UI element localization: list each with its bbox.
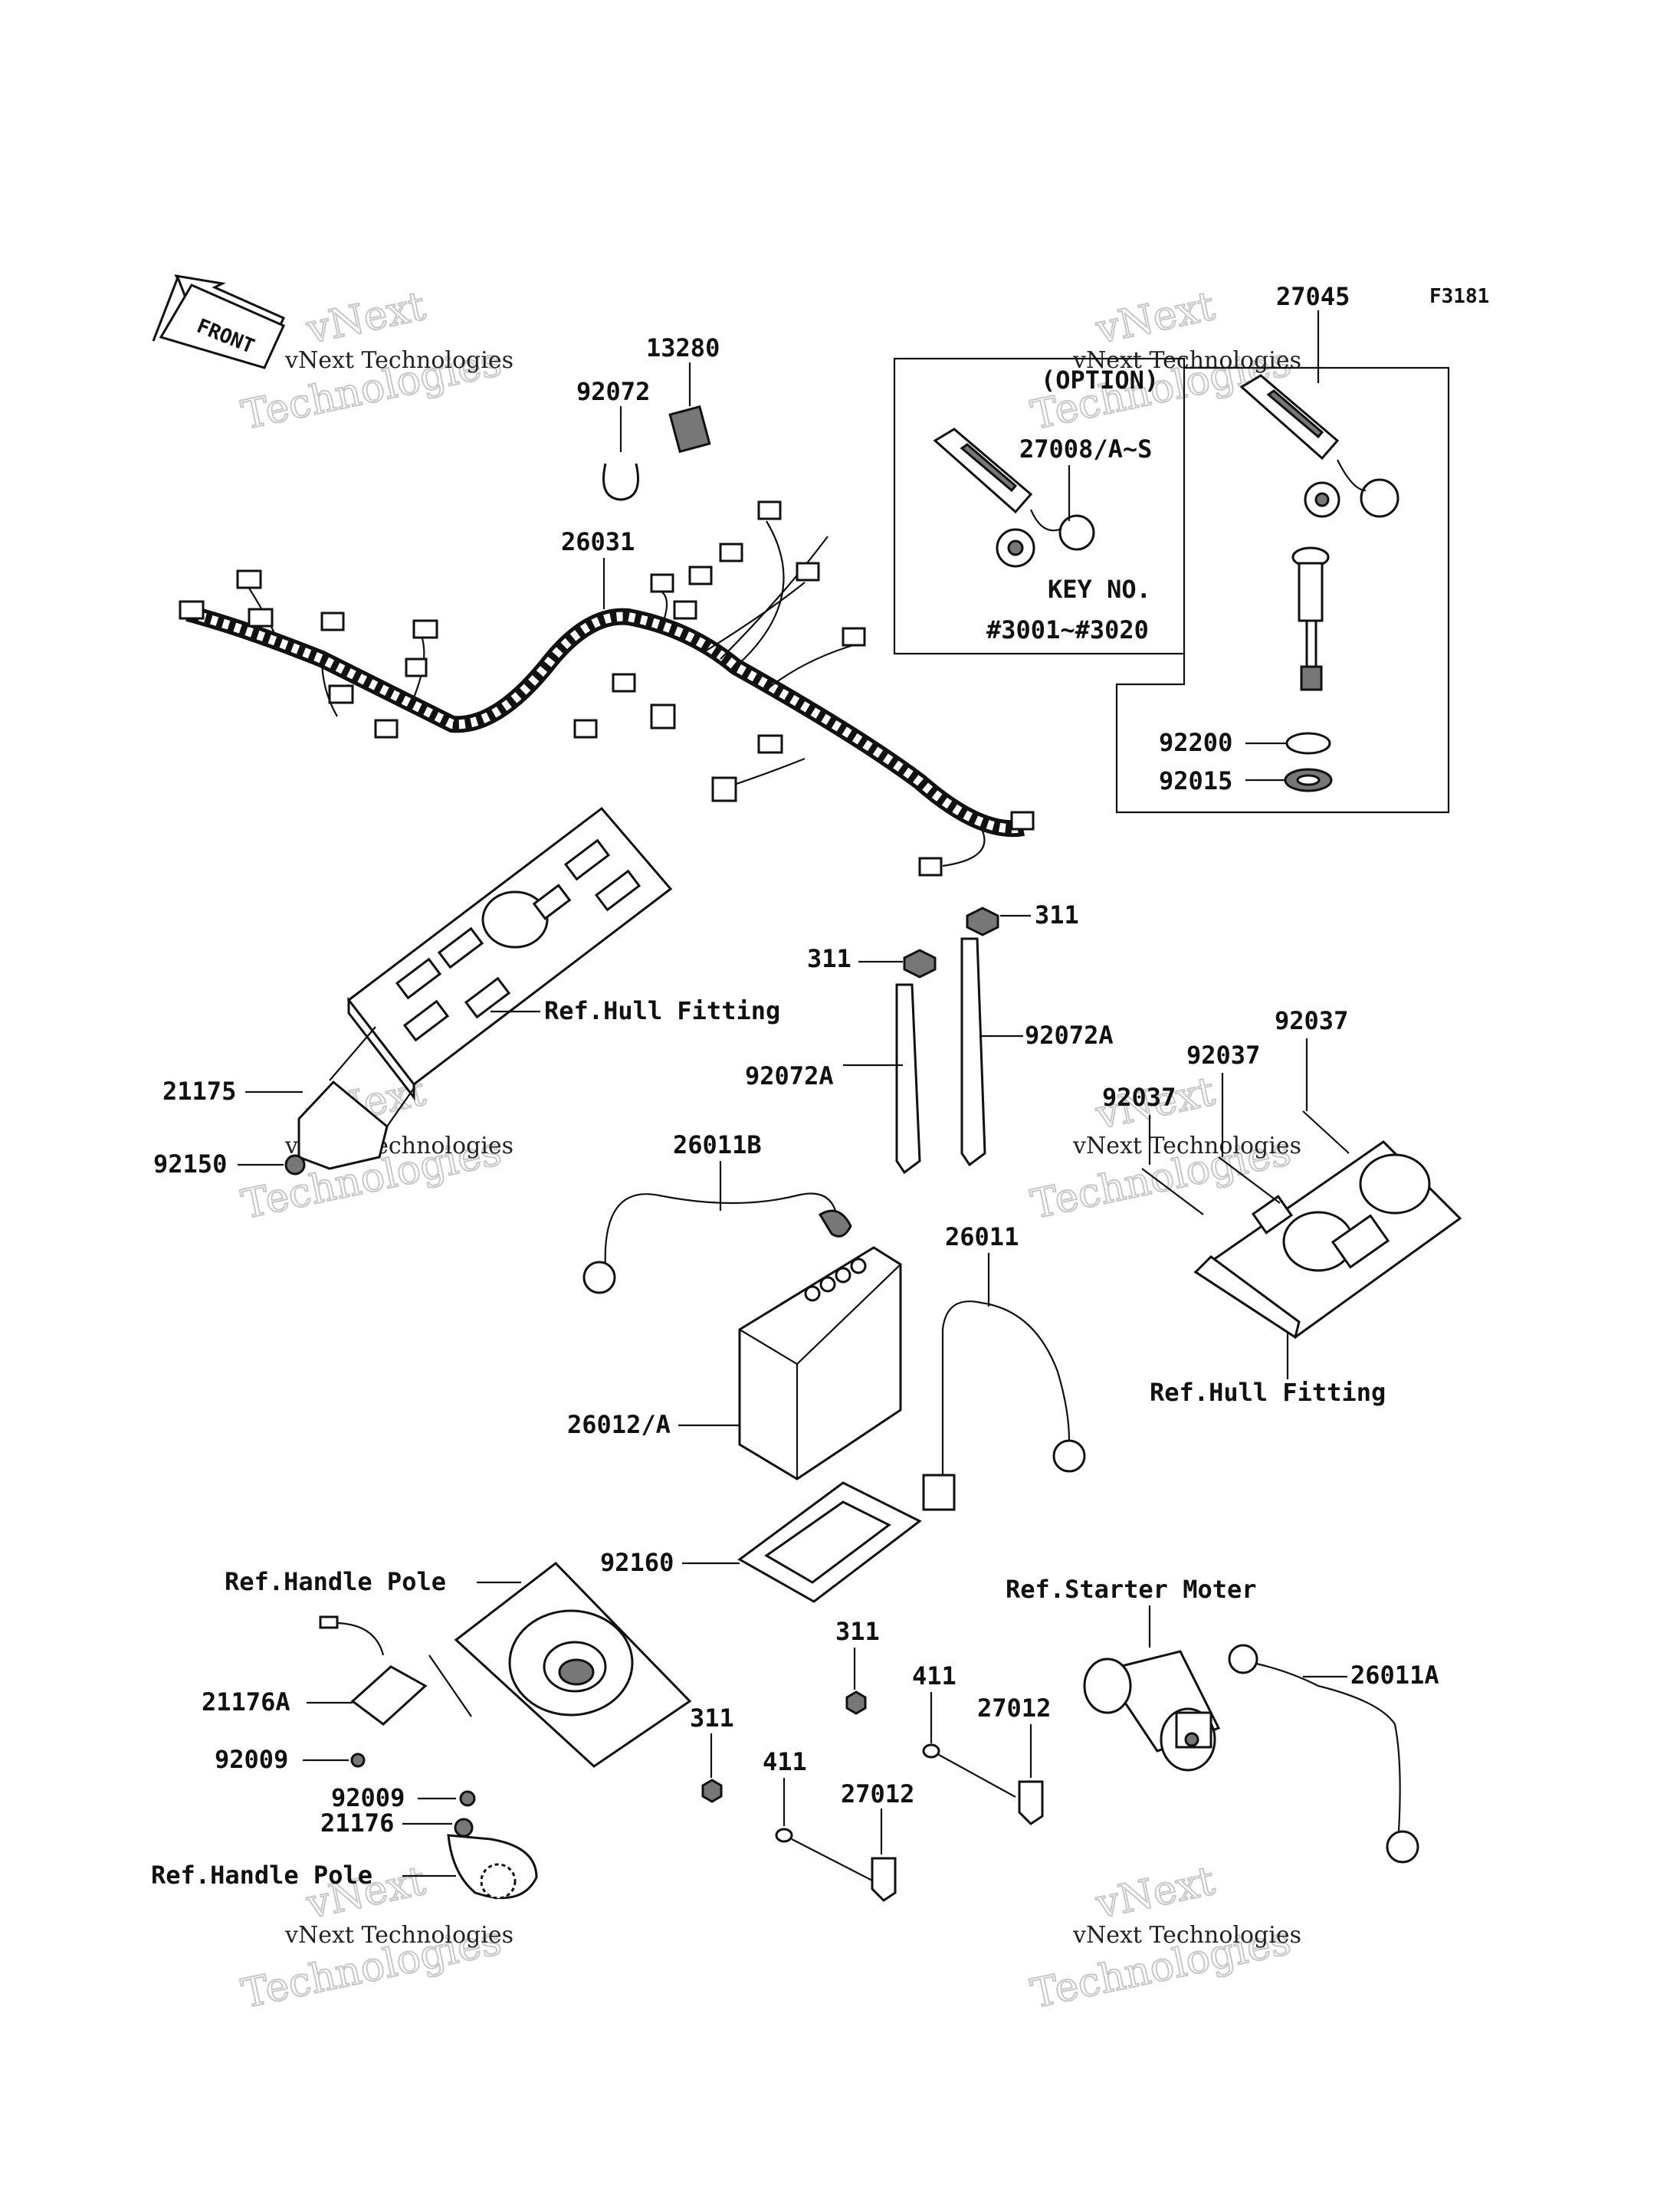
terminal-26011A-b [1386, 1830, 1419, 1864]
label-21176: 21176 [320, 1808, 394, 1838]
label-92072A-b: 92072A [745, 1061, 834, 1090]
wire-harness-26031 [179, 500, 1035, 877]
option-box [893, 357, 1186, 655]
nut-311-c [845, 1690, 867, 1715]
handle-pole-boot [454, 1561, 692, 1768]
label-92009-b: 92009 [331, 1783, 405, 1812]
label-92160: 92160 [600, 1548, 674, 1577]
label-26031: 26031 [561, 527, 635, 556]
battery-26012 [738, 1246, 902, 1481]
sensor-21176A [319, 1615, 428, 1726]
label-26012A: 26012/A [567, 1410, 671, 1439]
svg-text:vNext Technologies: vNext Technologies [1072, 1922, 1301, 1949]
screw-92009-b [459, 1790, 476, 1807]
switch-group-box [1115, 366, 1450, 814]
bolt-92150 [284, 1154, 306, 1176]
nut-311-d [701, 1779, 723, 1803]
terminal-26011B [582, 1261, 616, 1294]
starter-motor [1083, 1650, 1221, 1772]
key-no-label: KEY NO. [1048, 575, 1151, 604]
option-title: (OPTION) [1041, 366, 1159, 395]
key-range: #3001~#3020 [986, 615, 1149, 644]
clamp-27012-a [1018, 1780, 1044, 1825]
battery-cover [1193, 1140, 1462, 1340]
bolt-92037-c [1141, 1168, 1204, 1215]
strap-92072A-left [895, 983, 921, 1175]
label-92037-b: 92037 [1186, 1041, 1260, 1070]
label-92009-a: 92009 [215, 1745, 288, 1774]
label-311-a: 311 [1035, 900, 1079, 930]
label-26011A: 26011A [1350, 1661, 1439, 1690]
label-27012-a: 27012 [977, 1694, 1051, 1723]
label-92072: 92072 [576, 377, 650, 406]
bracket-21176 [447, 1818, 538, 1900]
label-21176A: 21176A [202, 1687, 290, 1717]
svg-text:vNext Technologies: vNext Technologies [284, 1922, 514, 1949]
label-92072A-a: 92072A [1025, 1021, 1114, 1050]
ref-handle-pole-b: Ref.Handle Pole [151, 1861, 372, 1890]
label-311-b: 311 [807, 944, 851, 973]
ref-handle-pole-a: Ref.Handle Pole [225, 1567, 446, 1596]
label-27012-b: 27012 [841, 1779, 914, 1808]
label-13280: 13280 [646, 333, 720, 362]
label-26011: 26011 [945, 1222, 1019, 1251]
figure-code: F3181 [1429, 285, 1489, 308]
ring-92200 [1285, 732, 1331, 755]
front-arrow-icon: FRONT [152, 274, 285, 369]
svg-text:vNext Technologies: vNext Technologies [1072, 1133, 1301, 1159]
label-92150: 92150 [153, 1149, 227, 1179]
label-311-c: 311 [835, 1617, 880, 1646]
key-switch [1291, 546, 1330, 691]
watermark-top-left: vNext Technologies vNext Technologies [237, 283, 514, 440]
washer-411-b [775, 1828, 793, 1843]
label-411-b: 411 [763, 1747, 807, 1776]
label-27045: 27045 [1276, 282, 1350, 311]
svg-text:vNext: vNext [1091, 284, 1219, 353]
watermark-bottom-right: vNext Technologies vNext Technologies [1026, 1858, 1301, 2018]
svg-text:vNext Technologies: vNext Technologies [1072, 347, 1301, 374]
label-27008: 27008/A~S [1019, 434, 1152, 464]
label-92015: 92015 [1159, 766, 1232, 795]
label-26011B: 26011B [673, 1130, 762, 1159]
label-21175: 21175 [162, 1077, 236, 1106]
label-311-d: 311 [690, 1703, 734, 1733]
clamp-27012-b [871, 1857, 897, 1902]
svg-text:vNext Technologies: vNext Technologies [284, 347, 514, 374]
label-411-a: 411 [912, 1661, 956, 1690]
battery-case-92160 [737, 1481, 922, 1603]
bolt-92037-b [1218, 1156, 1281, 1204]
terminal-26011 [1052, 1439, 1086, 1473]
label-92037-c: 92037 [1102, 1083, 1176, 1112]
strap-92072A-right [960, 937, 986, 1167]
terminal-26011A-a [1228, 1644, 1258, 1674]
cover-plate [346, 806, 673, 1101]
washer-411-a [922, 1743, 940, 1759]
part-13280 [668, 405, 711, 454]
nut-311-left [903, 949, 937, 979]
clamp-92072 [602, 463, 639, 501]
cable-26011 [941, 1300, 1071, 1483]
label-92037-a: 92037 [1275, 1006, 1348, 1035]
cable-26011B [604, 1192, 837, 1269]
svg-text:vNext: vNext [302, 284, 429, 353]
ref-starter-motor: Ref.Starter Moter [1006, 1575, 1257, 1604]
key-lanyard-option [933, 428, 1095, 568]
cable-26011A [1252, 1661, 1401, 1832]
svg-text:vNext: vNext [1091, 1858, 1219, 1928]
label-92200: 92200 [1159, 728, 1232, 757]
bolt-92037-a [1302, 1110, 1350, 1154]
ref-hull-fitting-b: Ref.Hull Fitting [1150, 1378, 1386, 1407]
nut-311-right [966, 907, 999, 936]
watermark-top-right: vNext Technologies vNext Technologies [1026, 283, 1301, 440]
key-lanyard-27045 [1239, 374, 1399, 518]
screw-92009-a [350, 1753, 366, 1768]
ref-hull-fitting-a: Ref.Hull Fitting [544, 996, 780, 1025]
